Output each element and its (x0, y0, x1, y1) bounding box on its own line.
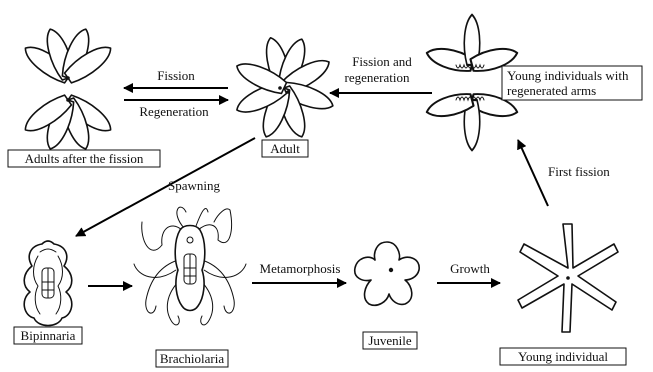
regeneration-arrow-label: Regeneration (139, 104, 209, 119)
juvenile-label: Juvenile (368, 333, 412, 348)
fission-regen-label-line1: Fission and (352, 54, 412, 69)
young-individual-label: Young individual (518, 349, 608, 364)
adult-figure (233, 35, 336, 140)
first-fission-arrow (518, 140, 548, 206)
adult-label: Adult (270, 141, 300, 156)
fission-arrow-label: Fission (157, 68, 195, 83)
fission-regen-label-line2: regeneration (345, 70, 410, 85)
juvenile-figure (355, 242, 419, 305)
spawning-label: Spawning (168, 178, 221, 193)
brachiolaria-label: Brachiolaria (160, 351, 224, 366)
brachiolaria-figure (134, 207, 246, 325)
bipinnaria-label: Bipinnaria (21, 328, 76, 343)
metamorphosis-label: Metamorphosis (260, 261, 341, 276)
young-regenerated-label-line2: regenerated arms (507, 83, 596, 98)
growth-label: Growth (450, 261, 490, 276)
first-fission-label: First fission (548, 164, 610, 179)
bipinnaria-figure (24, 241, 72, 326)
young-regenerated-label-line1: Young individuals with (507, 68, 629, 83)
young-individual-figure (518, 224, 618, 332)
adults-after-fission-figure (20, 26, 116, 152)
adults-after-fission-label: Adults after the fission (25, 151, 144, 166)
